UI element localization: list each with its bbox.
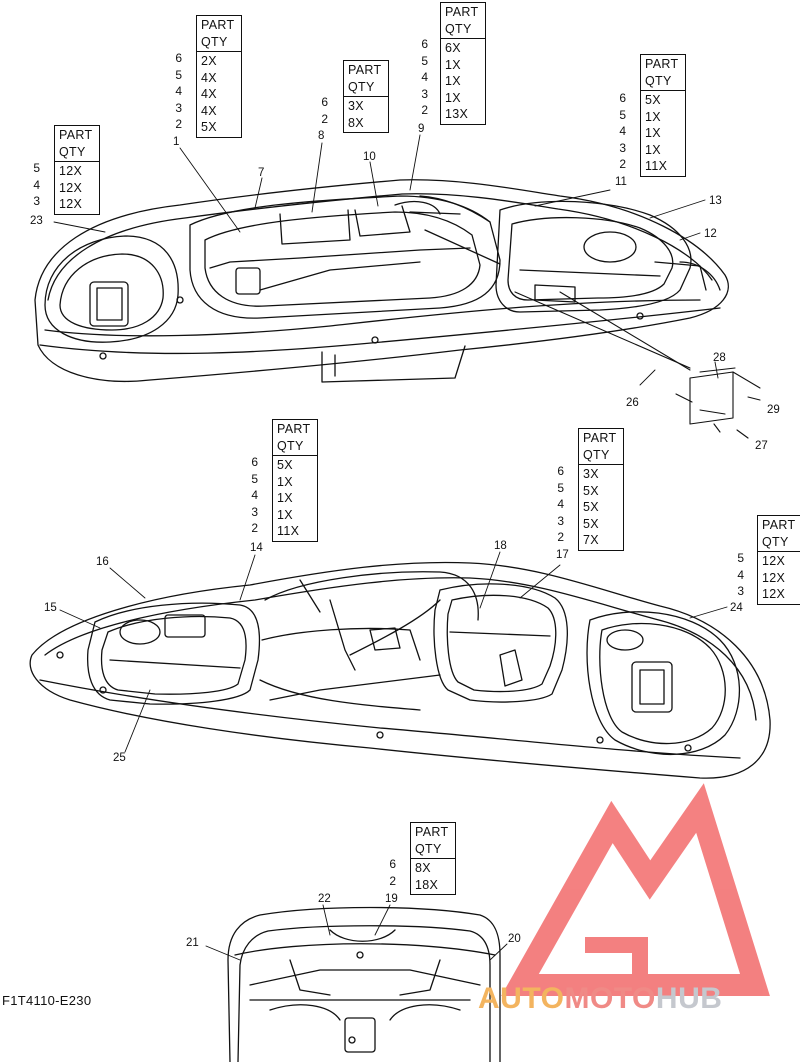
callout-7: 7 (258, 167, 265, 179)
callout-9: 9 (418, 123, 425, 135)
table-header-divider (273, 455, 318, 456)
callout-13: 13 (709, 195, 722, 207)
callout-22: 22 (318, 893, 331, 905)
diagram-code: F1T4110-E230 (2, 993, 92, 1008)
callout-21: 21 (186, 937, 199, 949)
callout-29: 29 (767, 404, 780, 416)
table-header-divider (344, 96, 389, 97)
callout-26: 26 (626, 397, 639, 409)
callout-19: 19 (385, 893, 398, 905)
table-header-divider (197, 51, 242, 52)
callout-12: 12 (704, 228, 717, 240)
callout-1: 1 (173, 136, 180, 148)
callout-20: 20 (508, 933, 521, 945)
table-header-divider (641, 90, 686, 91)
callout-16: 16 (96, 556, 109, 568)
callout-23: 23 (30, 215, 43, 227)
callout-15: 15 (44, 602, 57, 614)
lower-hull-drawing (29, 561, 771, 779)
table-header-divider (758, 551, 800, 552)
table-header-divider (55, 161, 100, 162)
watermark-brand: AUTOMOTOHUB (478, 982, 723, 1015)
callout-25: 25 (113, 752, 126, 764)
callout-27: 27 (755, 440, 768, 452)
upper-hull-drawing (34, 179, 729, 383)
callout-28: 28 (713, 352, 726, 364)
callout-11: 11 (615, 176, 627, 188)
rear-part-drawing (227, 906, 501, 1062)
callout-18: 18 (494, 540, 507, 552)
table-header-divider (441, 38, 486, 39)
automotohub-logo-icon (501, 783, 770, 996)
callout-10: 10 (363, 151, 376, 163)
exploded-parts-group (514, 291, 761, 439)
callout-8: 8 (318, 130, 325, 142)
table-header-divider (411, 858, 456, 859)
callout-14: 14 (250, 542, 263, 554)
callout-24: 24 (730, 602, 743, 614)
table-header-divider (579, 464, 624, 465)
callout-17: 17 (556, 549, 569, 561)
